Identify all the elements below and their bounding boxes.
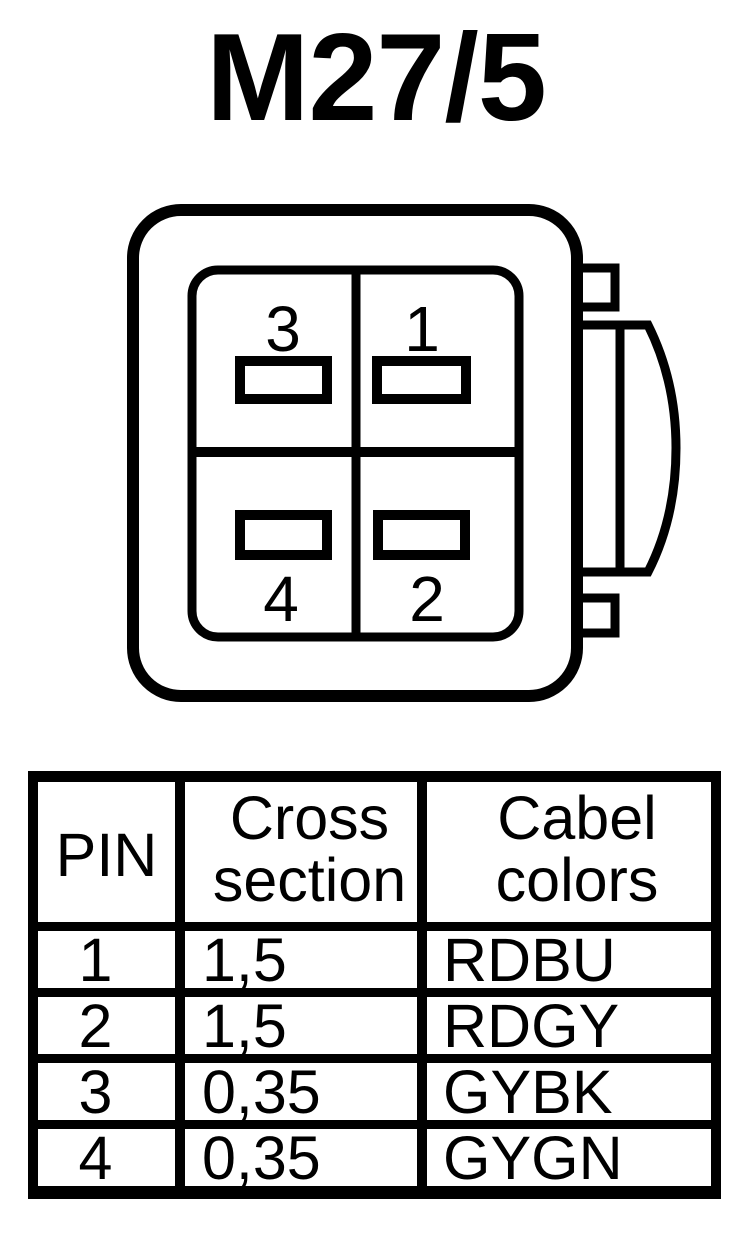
table-row-3-color: GYBK: [427, 1063, 711, 1120]
pin-number-3: 3: [265, 293, 301, 365]
header-cabel-line2: colors: [495, 846, 659, 914]
header-pin-label: PIN: [55, 820, 158, 889]
pin-slot-4: [235, 510, 332, 560]
pin-slot-2: [373, 510, 470, 560]
table-row-1-color: RDBU: [427, 931, 711, 988]
header-cross-line1: Cross: [229, 784, 390, 852]
table-row-1-cross: 1,5: [185, 931, 417, 988]
pin-number-1: 1: [404, 293, 440, 365]
pin-assignment-table: PIN Cross section Cabel colors 1 1,5 RDB…: [28, 771, 721, 1199]
table-row-4-cross: 0,35: [185, 1129, 417, 1186]
header-pin: PIN: [38, 782, 175, 922]
table-row-2-cross: 1,5: [185, 997, 417, 1054]
table-row-2-pin: 2: [38, 997, 175, 1054]
table-row-4-color: GYGN: [427, 1129, 711, 1186]
pin-number-2: 2: [409, 563, 445, 635]
pin-number-4: 4: [263, 563, 299, 635]
table-row-4-pin: 4: [38, 1129, 175, 1186]
table-row-3-cross: 0,35: [185, 1063, 417, 1120]
table-row-2-color: RDGY: [427, 997, 711, 1054]
header-cross-line2: section: [212, 846, 407, 914]
header-cabel-line1: Cabel: [497, 784, 657, 852]
header-cabel-colors: Cabel colors: [427, 782, 711, 922]
header-cross-section: Cross section: [185, 782, 417, 922]
table-row-3-pin: 3: [38, 1063, 175, 1120]
table-row-1-pin: 1: [38, 931, 175, 988]
page-title: M27/5: [206, 9, 547, 147]
pin-slot-1: [372, 356, 471, 404]
connector-latch: [572, 320, 681, 577]
pin-slot-3: [235, 356, 332, 404]
